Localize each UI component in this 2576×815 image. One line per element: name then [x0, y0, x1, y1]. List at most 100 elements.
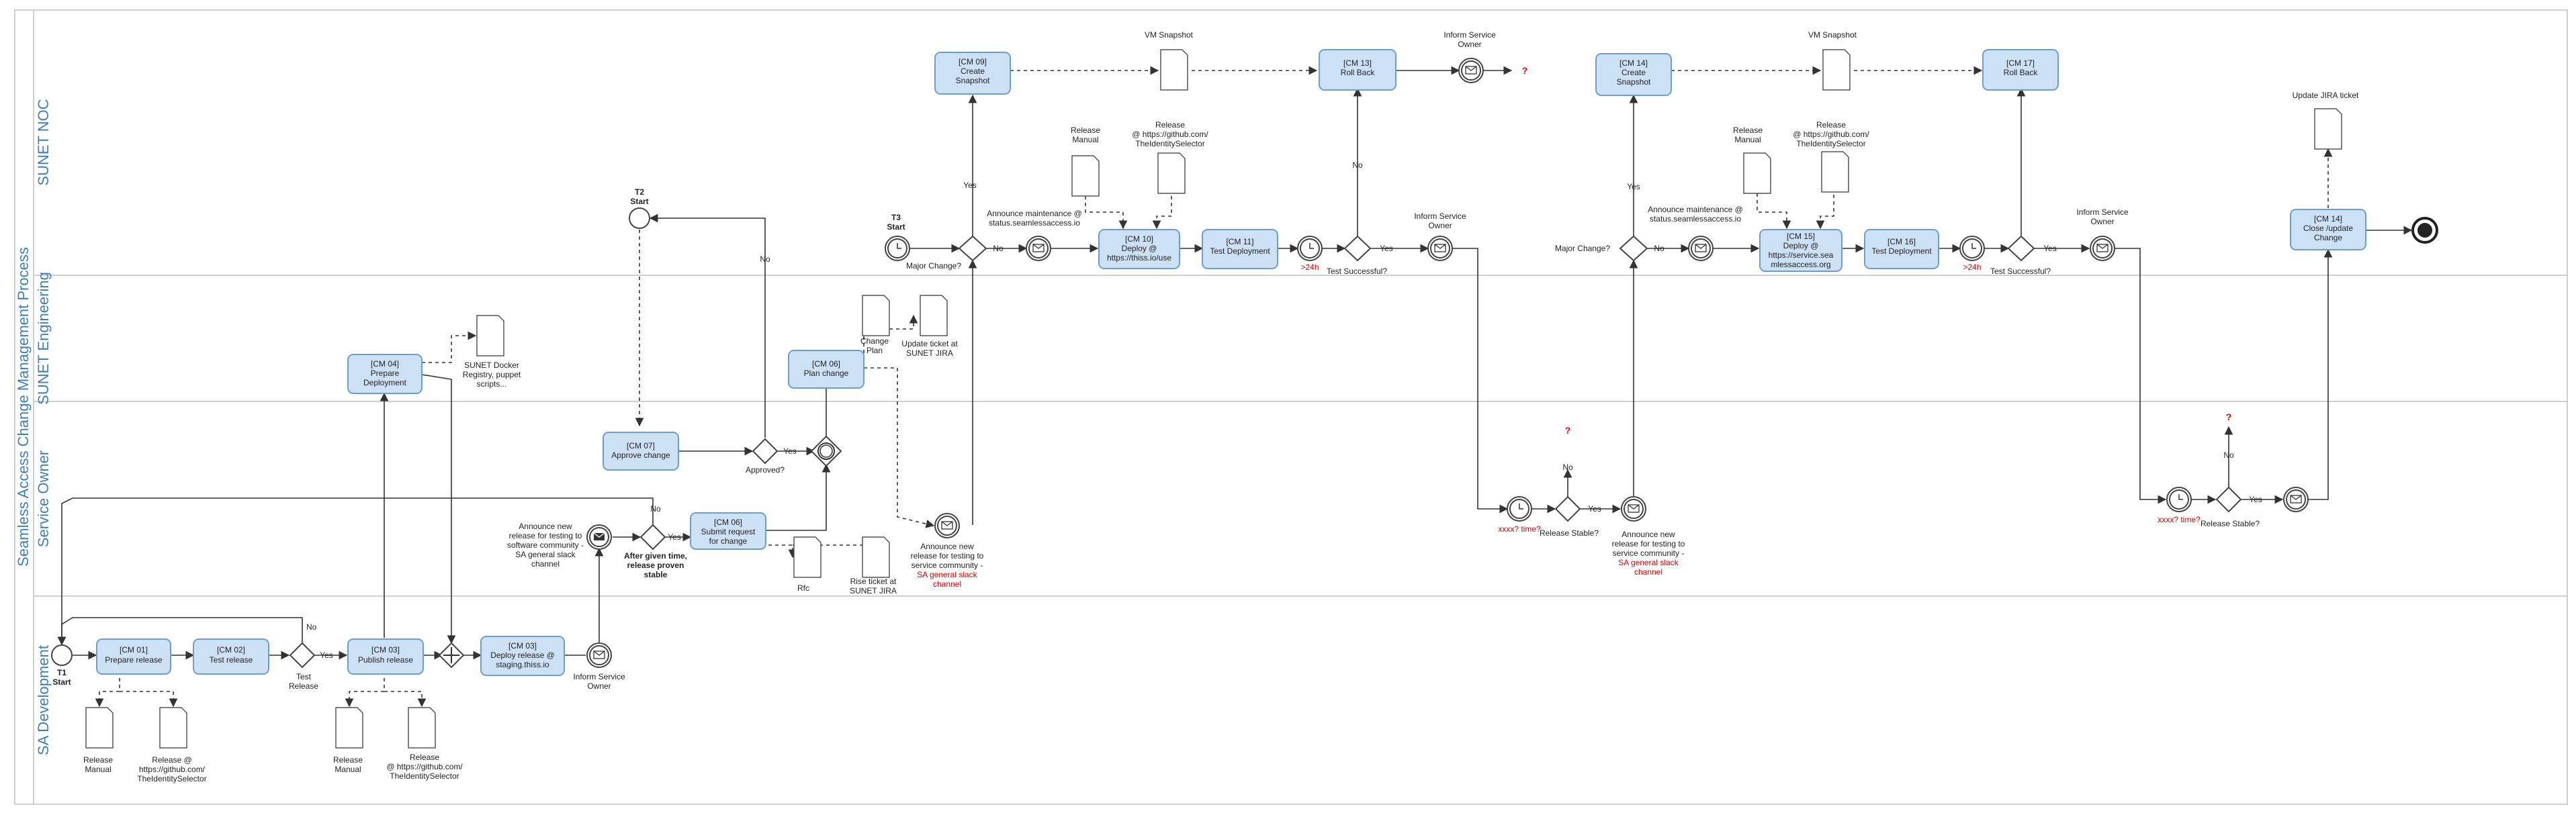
svg-text:Deploy @: Deploy @	[1122, 244, 1157, 253]
label-vm-snapshot-1: VM Snapshot	[1145, 30, 1194, 40]
label-no-approved: No	[760, 254, 770, 264]
svg-text:Test release: Test release	[210, 655, 253, 665]
svg-text:Snapshot: Snapshot	[1617, 77, 1651, 87]
label-announce-maint-2a: Announce maintenance @	[1648, 205, 1743, 214]
label-announce-svc-3: service community -	[912, 561, 983, 570]
label-yes-1: Yes	[320, 651, 333, 660]
label-announce-svc2-4: SA general slack	[1618, 558, 1679, 567]
sequence-flows	[57, 66, 2413, 660]
svg-text:[CM 03]: [CM 03]	[371, 645, 400, 655]
label-no-stable-1: No	[1562, 463, 1573, 472]
svg-text:Publish release: Publish release	[358, 655, 413, 665]
svg-text:[CM 13]: [CM 13]	[1343, 58, 1372, 68]
label-announce-sw-1: Announce new	[519, 522, 572, 531]
label-release-github-4b: @ https://github.com/	[1793, 130, 1869, 139]
label-test-successful-2: Test Successful?	[1990, 267, 2051, 276]
label-t1: T1	[57, 668, 66, 677]
label-inform-owner-dev-2: Owner	[587, 681, 611, 691]
label-no-stable-2: No	[2223, 450, 2234, 460]
label-release-github-1c: TheIdentitySelector	[137, 774, 206, 783]
label-rfc: Rfc	[797, 583, 809, 593]
label-test-release-2: Release	[289, 681, 318, 691]
label-inform-owner-dev-1: Inform Service	[573, 672, 625, 681]
svg-text:[CM 14]: [CM 14]	[2314, 214, 2342, 224]
label-approved: Approved?	[746, 465, 785, 475]
message-event-icon	[586, 58, 2309, 668]
label-release-manual-3b: Manual	[1072, 135, 1098, 144]
task-cm11-test-deployment: [CM 11] Test Deployment	[1202, 229, 1278, 269]
svg-text:[CM 04]: [CM 04]	[371, 359, 399, 369]
svg-text:[CM 15]: [CM 15]	[1787, 232, 1815, 241]
svg-text:Test Deployment: Test Deployment	[1210, 246, 1270, 256]
svg-text:Prepare release: Prepare release	[105, 655, 163, 665]
label-release-github-4a: Release	[1816, 120, 1846, 130]
label-change-plan-2: Plan	[867, 346, 883, 355]
task-cm13-roll-back: [CM 13] Roll Back	[1319, 49, 1396, 91]
label-release-github-2b: @ https://github.com/	[386, 762, 463, 771]
task-cm16-test-deployment: [CM 16] Test Deployment	[1864, 229, 1939, 269]
svg-text:Test Deployment: Test Deployment	[1871, 246, 1932, 256]
label-sunet-docker-2: Registry, puppet	[463, 370, 521, 379]
label-change-plan-1: Change	[860, 336, 889, 346]
svg-text:Deploy @: Deploy @	[1783, 241, 1819, 250]
label-release-manual-1b: Manual	[85, 765, 111, 774]
label-no-1: No	[306, 622, 317, 632]
label-t2-start: Start	[630, 197, 648, 206]
svg-text:[CM 06]: [CM 06]	[714, 518, 742, 527]
svg-text:[CM 16]: [CM 16]	[1887, 237, 1916, 246]
label-yes-approved: Yes	[783, 446, 797, 456]
label-t3-start: Start	[887, 222, 905, 232]
label-yes-major-2: Yes	[1627, 182, 1640, 191]
label-release-github-1a: Release @	[152, 755, 192, 765]
label-announce-maint-1a: Announce maintenance @	[987, 209, 1082, 218]
document-icon	[85, 49, 2342, 749]
label-yes-stable-1: Yes	[1588, 504, 1601, 514]
label-announce-sw-3: software community -	[507, 540, 584, 550]
gateway-after-given-time	[639, 524, 666, 550]
label-inform-owner-noc-1a: Inform Service	[1414, 211, 1466, 221]
label-release-manual-4a: Release	[1733, 126, 1763, 135]
label-no-after-time: No	[650, 504, 661, 514]
task-cm03-deploy-staging: [CM 03] Deploy release @ staging.thiss.i…	[480, 636, 565, 676]
label-release-manual-2b: Manual	[335, 765, 361, 774]
lane-title-sa-development: SA Development	[35, 645, 52, 755]
lane-title-sunet-noc: SUNET NOC	[35, 99, 52, 185]
label-announce-svc-1: Announce new	[920, 542, 974, 551]
label-release-github-3b: @ https://github.com/	[1132, 130, 1208, 139]
task-cm06-plan-change: [CM 06] Plan change	[788, 350, 864, 389]
label-sunet-docker-1: SUNET Docker	[464, 361, 519, 370]
dashed-flows	[95, 66, 2333, 708]
label-xxxx-2: xxxx? time?	[2158, 515, 2201, 524]
label-vm-snapshot-2: VM Snapshot	[1808, 30, 1857, 40]
label-question-1: ?	[1522, 65, 1528, 76]
label-inform-owner-noc-2b: Owner	[1458, 40, 1481, 49]
svg-text:Change: Change	[2314, 233, 2342, 242]
task-cm09-create-snapshot: [CM 09] Create Snapshot	[934, 52, 1011, 95]
label-announce-sw-5: channel	[531, 559, 560, 569]
label-announce-svc2-3: service community -	[1613, 548, 1685, 558]
task-cm06-submit-request: [CM 06] Submit request for change	[690, 512, 766, 550]
task-cm10-deploy: [CM 10] Deploy @ https://thiss.io/use	[1098, 229, 1180, 269]
pool: Seamless Access Change Management Proces…	[14, 9, 2568, 805]
label-xxxx-1: xxxx? time?	[1498, 524, 1541, 534]
label-release-stable-2: Release Stable?	[2201, 519, 2260, 528]
label-after-time-3: stable	[644, 570, 668, 579]
svg-text:Deploy release @: Deploy release @	[490, 651, 555, 660]
label-after-time-2: release proven	[627, 561, 684, 570]
task-cm03-publish-release: [CM 03] Publish release	[347, 638, 424, 675]
task-cm01-prepare-release: [CM 01] Prepare release	[96, 638, 171, 675]
svg-text:[CM 14]: [CM 14]	[1619, 58, 1648, 68]
label-announce-maint-1b: status.seamlessaccess.io	[989, 218, 1080, 228]
label-release-github-2c: TheIdentitySelector	[390, 771, 459, 781]
svg-text:Snapshot: Snapshot	[956, 76, 990, 85]
label-major-change-2: Major Change?	[1555, 244, 1610, 253]
svg-text:[CM 09]: [CM 09]	[959, 57, 987, 66]
svg-text:Roll Back: Roll Back	[2004, 68, 2039, 77]
label-announce-sw-4: SA general slack	[515, 550, 576, 559]
lane-title-service-owner: Service Owner	[35, 450, 52, 547]
label-question-3: ?	[2226, 412, 2232, 422]
label-announce-sw-2: release for testing to	[509, 531, 582, 540]
svg-text:Close /update: Close /update	[2303, 224, 2353, 233]
label-no-test-1: No	[1352, 160, 1363, 170]
